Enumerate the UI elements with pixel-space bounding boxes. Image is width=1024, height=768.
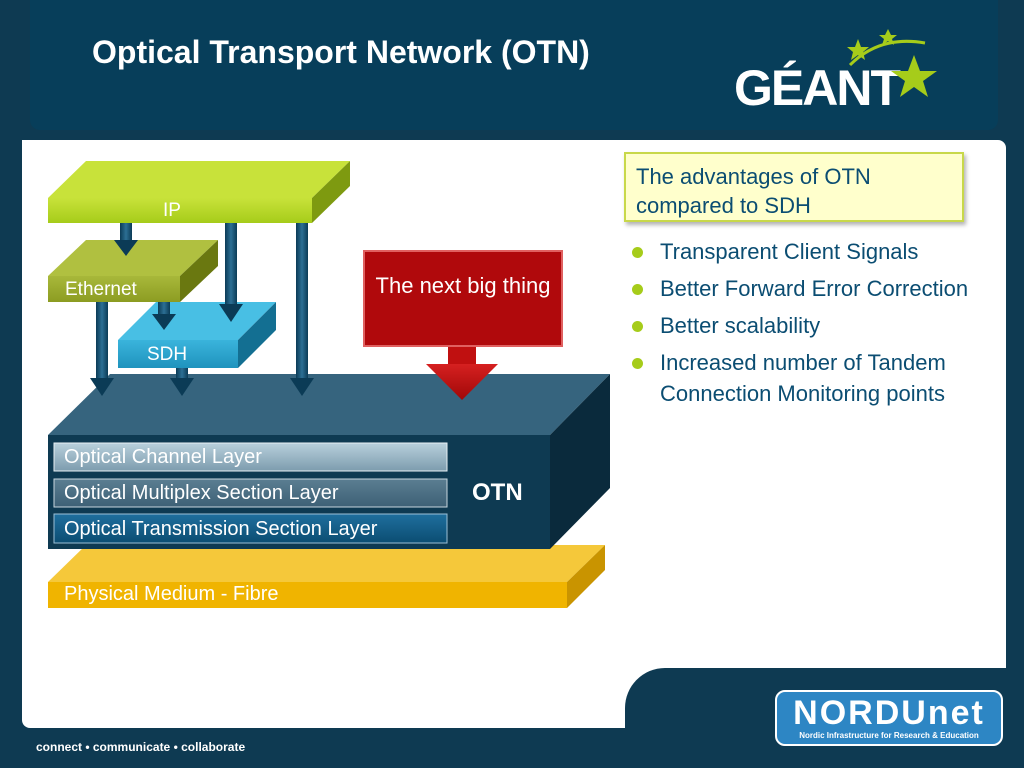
advantages-callout: The advantages of OTN compared to SDH	[624, 152, 964, 222]
next-big-thing-box: The next big thing	[363, 250, 563, 347]
physical-slab-side	[567, 545, 605, 608]
arrow-ip-to-ethernet	[114, 223, 138, 256]
arrow-ethernet-to-otn	[90, 302, 114, 396]
ethernet-label: Ethernet	[65, 279, 137, 300]
arrow-next-to-otn	[426, 346, 498, 400]
list-item-text: Increased number of Tandem Connection Mo…	[660, 350, 946, 406]
sdh-slab-front	[118, 340, 238, 368]
list-item: Increased number of Tandem Connection Mo…	[632, 347, 982, 409]
list-item: Better scalability	[632, 310, 982, 341]
footer-tagline: connect • communicate • collaborate	[36, 740, 246, 754]
ethernet-slab-front	[48, 276, 180, 302]
slide-title: Optical Transport Network (OTN)	[92, 34, 590, 70]
ip-slab-front	[48, 198, 312, 223]
arrow-ethernet-to-sdh	[152, 302, 176, 330]
ots-label: Optical Transmission Section Layer	[64, 518, 378, 540]
ip-label: IP	[163, 200, 181, 221]
arrow-ip-to-sdh	[219, 223, 243, 322]
ethernet-slab-top	[48, 240, 218, 276]
list-item: Better Forward Error Correction	[632, 273, 982, 304]
sdh-slab-side	[238, 302, 276, 368]
bullet-icon	[632, 284, 643, 295]
bullet-icon	[632, 358, 643, 369]
otn-label: OTN	[472, 479, 523, 506]
oms-stripe	[53, 478, 448, 508]
ots-stripe	[53, 513, 448, 544]
physical-slab-front	[48, 582, 567, 608]
geant-wordmark: GÉANT	[734, 60, 900, 115]
geant-logo: GÉANT	[734, 29, 937, 115]
oms-label: Optical Multiplex Section Layer	[64, 482, 339, 504]
physical-slab-top	[48, 545, 605, 582]
nordunet-logo: NORDUnet Nordic Infrastructure for Resea…	[775, 690, 1003, 746]
advantages-heading: The advantages of OTN compared to SDH	[636, 164, 871, 218]
list-item-text: Better Forward Error Correction	[660, 276, 969, 301]
ethernet-slab-side	[180, 240, 218, 302]
nordunet-wordmark: NORDUnet	[793, 694, 985, 732]
list-item: Transparent Client Signals	[632, 236, 982, 267]
ip-slab-top	[48, 161, 350, 198]
list-item-text: Transparent Client Signals	[660, 239, 919, 264]
ip-slab-side	[312, 161, 350, 223]
swoosh-icon	[848, 39, 926, 67]
physical-medium-label: Physical Medium - Fibre	[64, 583, 279, 605]
nordunet-subtitle: Nordic Infrastructure for Research & Edu…	[799, 731, 979, 740]
arrow-ip-to-otn	[290, 223, 314, 396]
bullet-icon	[632, 247, 643, 258]
next-big-thing-label: The next big thing	[375, 273, 551, 298]
otn-block-top	[48, 374, 610, 435]
otn-block-side	[550, 374, 610, 549]
arrow-sdh-to-otn	[170, 368, 194, 396]
sdh-label: SDH	[147, 344, 188, 365]
advantages-list: Transparent Client Signals Better Forwar…	[632, 236, 982, 415]
och-label: Optical Channel Layer	[64, 446, 262, 468]
och-stripe	[53, 442, 448, 472]
bullet-icon	[632, 321, 643, 332]
header-band	[30, 0, 998, 130]
star-icon	[891, 55, 937, 97]
list-item-text: Better scalability	[660, 313, 821, 338]
